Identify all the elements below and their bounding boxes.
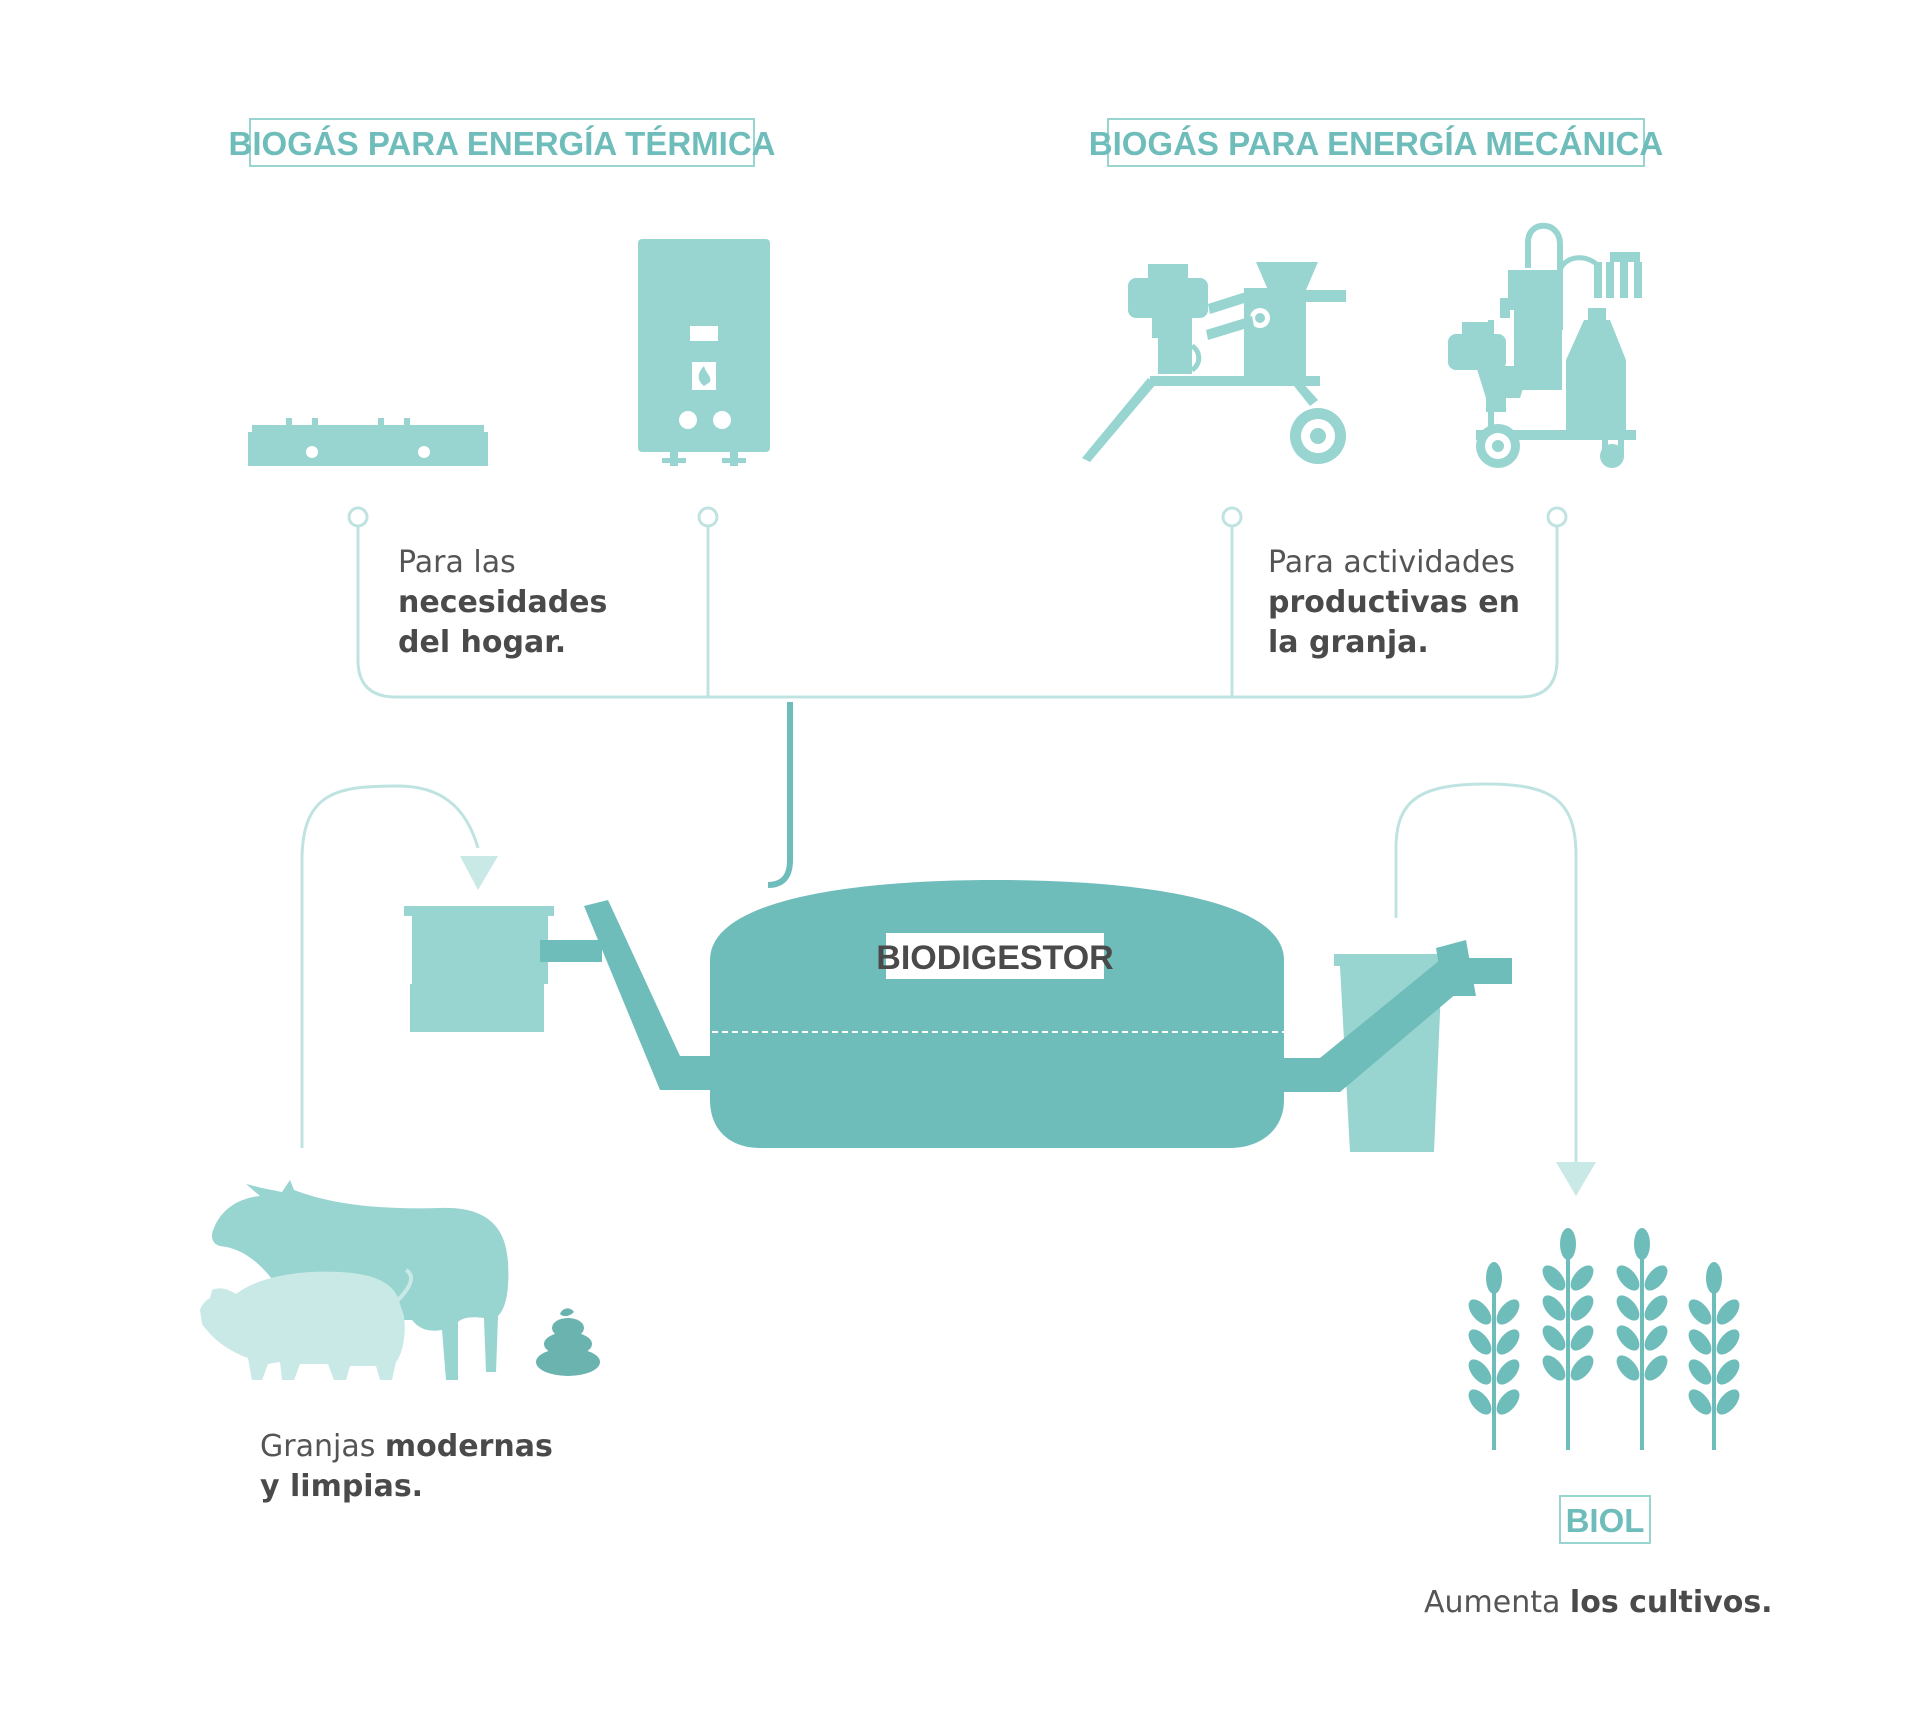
svg-text:BIODIGESTOR: BIODIGESTOR — [876, 939, 1113, 977]
heading-thermal: BIOGÁS PARA ENERGÍA TÉRMICA — [229, 118, 776, 167]
outlet-tank — [1284, 940, 1512, 1152]
caption-farm: Para actividades productivas en la granj… — [1268, 545, 1520, 660]
pig-icon — [200, 1268, 414, 1380]
digester-label: BIODIGESTOR — [876, 933, 1114, 979]
caption-crops: Aumenta los cultivos. — [1424, 1585, 1773, 1620]
caption-animals: Granjas modernas y limpias. — [260, 1429, 553, 1504]
gas-distribution-lines — [347, 506, 1568, 699]
inlet-pipe — [584, 900, 716, 1090]
biodigester-tank — [702, 880, 1292, 1148]
svg-text:y limpias.: y limpias. — [260, 1469, 423, 1504]
svg-text:BIOL: BIOL — [1566, 1502, 1645, 1539]
svg-text:BIOGÁS PARA ENERGÍA TÉRMICA: BIOGÁS PARA ENERGÍA TÉRMICA — [229, 125, 776, 162]
svg-text:Granjas modernas: Granjas modernas — [260, 1429, 553, 1464]
svg-text:Para actividades: Para actividades — [1268, 545, 1515, 580]
biol-label: BIOL — [1559, 1495, 1651, 1544]
gas-pipe — [767, 702, 793, 888]
wheat-icon — [1468, 1228, 1740, 1450]
svg-text:Para las: Para las — [398, 545, 516, 580]
svg-text:Aumenta los cultivos.: Aumenta los cultivos. — [1424, 1585, 1773, 1620]
output-arrow — [1394, 782, 1596, 1196]
inlet-tank — [404, 906, 602, 1032]
svg-text:BIOGÁS PARA ENERGÍA MECÁNICA: BIOGÁS PARA ENERGÍA MECÁNICA — [1089, 125, 1663, 162]
gas-stove-icon — [248, 418, 488, 466]
grinder-machine-icon — [1082, 262, 1346, 464]
manure-icon — [536, 1308, 600, 1376]
svg-text:necesidades: necesidades — [398, 585, 607, 620]
svg-text:productivas en: productivas en — [1268, 585, 1520, 620]
milking-machine-icon — [1448, 222, 1642, 468]
svg-text:la granja.: la granja. — [1268, 625, 1429, 660]
water-heater-icon — [638, 239, 770, 466]
svg-text:del hogar.: del hogar. — [398, 625, 566, 660]
caption-home: Para las necesidades del hogar. — [398, 545, 607, 660]
heading-mechanical: BIOGÁS PARA ENERGÍA MECÁNICA — [1089, 118, 1663, 167]
feed-arrow — [300, 784, 498, 1148]
